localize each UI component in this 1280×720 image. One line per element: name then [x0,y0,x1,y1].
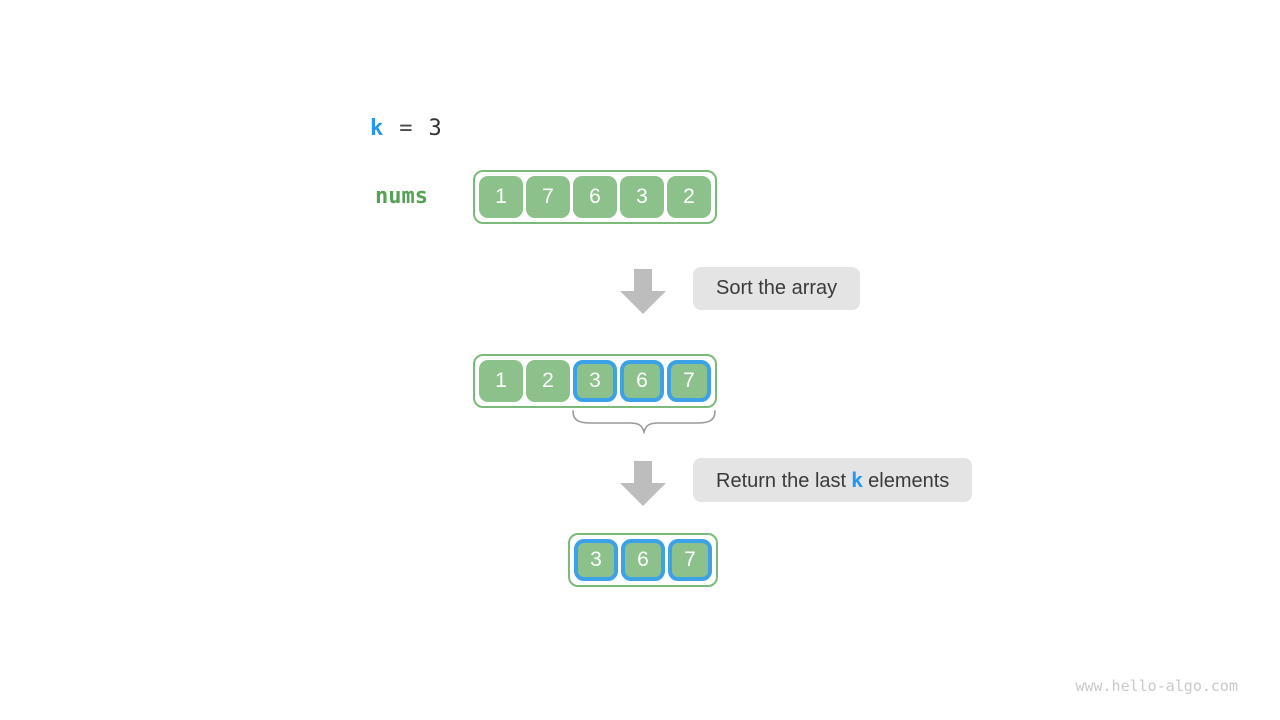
k-assignment: k = 3 [370,116,442,142]
array-cell-highlighted: 6 [620,360,664,402]
watermark: www.hello-algo.com [1075,677,1238,695]
array-cell: 3 [620,176,664,218]
return-step-k: k [851,468,864,492]
array-cell: 1 [479,176,523,218]
down-arrow-icon [620,461,666,506]
array-cell: 2 [526,360,570,402]
array-cell: 2 [667,176,711,218]
array-cell-highlighted: 3 [573,360,617,402]
array-cell-highlighted: 7 [668,539,712,581]
return-step-suffix: elements [868,470,950,492]
array-cell: 7 [526,176,570,218]
equals-sign: = [399,116,413,141]
array-cell-highlighted: 6 [621,539,665,581]
array-cell-highlighted: 3 [574,539,618,581]
k-value: 3 [428,116,442,141]
underbrace-icon [572,410,716,434]
down-arrow-icon [620,269,666,314]
sort-step-text: Sort the array [716,277,838,299]
return-step-prefix: Return the last [716,470,847,492]
array-cell: 6 [573,176,617,218]
sort-step-label: Sort the array [693,267,861,310]
k-variable-name: k [370,116,384,141]
array-cell: 1 [479,360,523,402]
nums-label: nums [375,184,428,209]
array-cell-highlighted: 7 [667,360,711,402]
